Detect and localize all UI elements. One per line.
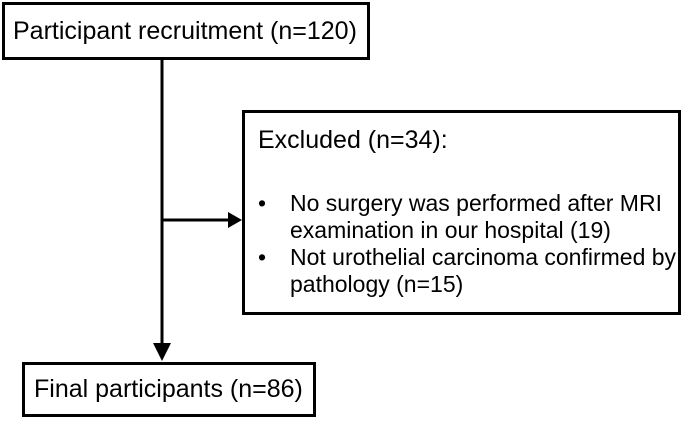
bullet-text-line: Not urothelial carcinoma confirmed by (290, 244, 677, 270)
bullet-text-line: No surgery was performed after MRI (290, 190, 662, 216)
bullet-icon: • (258, 244, 267, 270)
arrowhead-right-icon (228, 212, 242, 228)
excluded-box: Excluded (n=34): • No surgery was perfor… (242, 110, 681, 315)
bullet-text-line: pathology (n=15) (290, 271, 464, 297)
bullet-icon: • (258, 190, 267, 216)
final-participants-label: Final participants (n=86) (34, 375, 303, 403)
bullet-text-line: examination in our hospital (19) (290, 217, 611, 243)
recruitment-box: Participant recruitment (n=120) (2, 2, 370, 60)
final-participants-box: Final participants (n=86) (22, 362, 316, 417)
excluded-bullet-list: • No surgery was performed after MRI exa… (258, 190, 676, 298)
excluded-bullet-item: • No surgery was performed after MRI exa… (258, 190, 672, 244)
bullet-text: Not urothelial carcinoma confirmed by pa… (290, 244, 676, 298)
arrowhead-down-icon (153, 343, 171, 361)
recruitment-label: Participant recruitment (n=120) (13, 16, 357, 45)
excluded-bullet-item: • Not urothelial carcinoma confirmed by … (258, 244, 676, 298)
bullet-text: No surgery was performed after MRI exami… (290, 190, 672, 244)
excluded-title: Excluded (n=34): (258, 126, 448, 154)
